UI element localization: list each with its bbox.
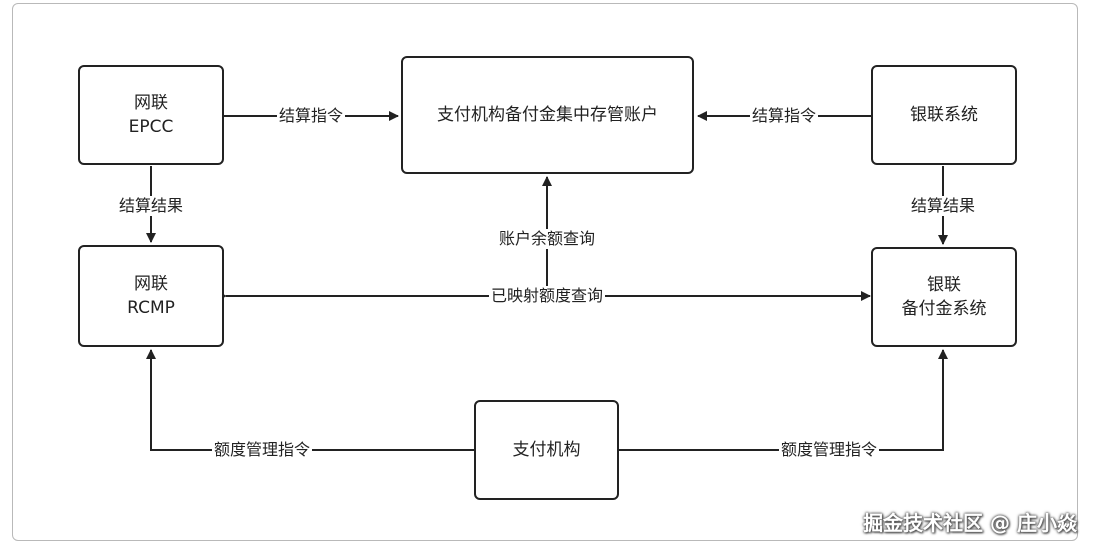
edge-institution-to-reserve	[619, 349, 948, 451]
node-central-account: 支付机构备付金集中存管账户	[401, 56, 694, 174]
node-rcmp: 网联 RCMP	[78, 245, 224, 347]
label-institution-to-rcmp: 额度管理指令	[211, 440, 313, 460]
node-unionpay-reserve-line2: 备付金系统	[901, 299, 987, 319]
node-unionpay: 银联系统	[871, 65, 1017, 165]
watermark: 掘金技术社区 @ 庄小焱	[863, 511, 1077, 535]
node-rcmp-line1: 网联	[134, 274, 168, 294]
label-epcc-to-account: 结算指令	[276, 106, 346, 126]
label-institution-to-reserve: 额度管理指令	[778, 440, 880, 460]
label-epcc-to-rcmp: 结算结果	[116, 196, 186, 216]
label-mapped-quota-query: 已映射额度查询	[488, 286, 606, 306]
label-balance-query: 账户余额查询	[496, 229, 598, 249]
node-epcc-line1: 网联	[134, 93, 168, 113]
edge-institution-to-rcmp	[146, 349, 474, 451]
node-rcmp-line2: RCMP	[127, 298, 175, 318]
node-central-account-line1: 支付机构备付金集中存管账户	[437, 105, 658, 125]
diagram-frame	[12, 3, 1078, 541]
node-payment-institution: 支付机构	[474, 400, 619, 500]
node-unionpay-line1: 银联系统	[910, 105, 978, 125]
node-payment-institution-line1: 支付机构	[512, 440, 581, 460]
node-unionpay-reserve-line1: 银联	[927, 275, 961, 295]
label-unionpay-to-reserve: 结算结果	[908, 196, 978, 216]
node-epcc-line2: EPCC	[128, 117, 174, 137]
node-epcc: 网联 EPCC	[78, 65, 224, 165]
label-unionpay-to-account: 结算指令	[749, 106, 819, 126]
node-unionpay-reserve: 银联 备付金系统	[871, 247, 1017, 347]
